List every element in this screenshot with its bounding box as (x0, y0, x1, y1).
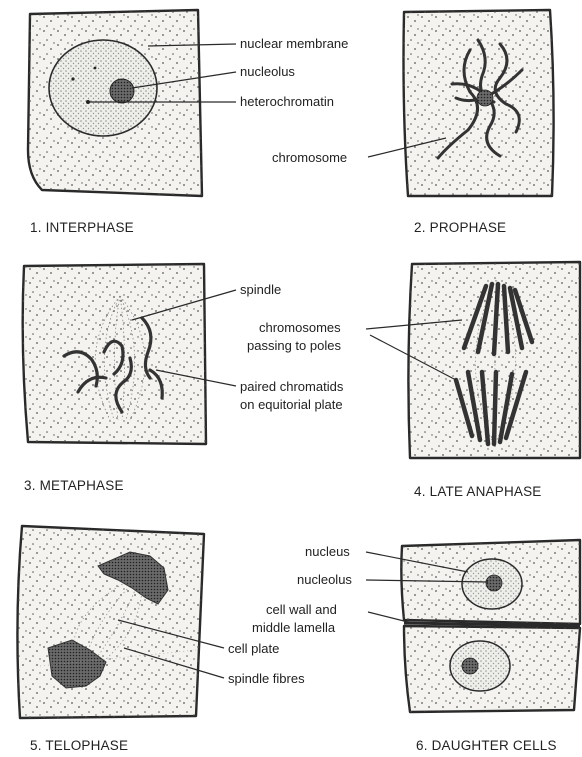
label-heterochromatin: heterochromatin (240, 94, 334, 109)
panel-interphase: nuclear membrane nucleolus heterochromat… (28, 10, 348, 235)
label-equitorial-plate: on equitorial plate (240, 397, 343, 412)
label-chromosome: chromosome (272, 150, 347, 165)
caption-telophase: 5. TELOPHASE (30, 738, 128, 753)
caption-interphase: 1. INTERPHASE (30, 220, 134, 235)
label-spindle: spindle (240, 282, 281, 297)
caption-daughter-cells: 6. DAUGHTER CELLS (416, 738, 557, 753)
caption-metaphase: 3. METAPHASE (24, 478, 124, 493)
label-nucleolus: nucleolus (297, 572, 352, 587)
label-cell-plate: cell plate (228, 641, 279, 656)
caption-late-anaphase: 4. LATE ANAPHASE (414, 484, 542, 499)
nucleolus-lower (462, 658, 478, 674)
label-nucleolus: nucleolus (240, 64, 295, 79)
label-spindle-fibres: spindle fibres (228, 671, 305, 686)
label-chromosomes: chromosomes (259, 320, 341, 335)
label-middle-lamella: middle lamella (252, 620, 336, 635)
heterochromatin (86, 100, 90, 104)
label-passing-to-poles: passing to poles (247, 338, 341, 353)
panel-daughter-cells: nucleus nucleolus cell wall and middle l… (252, 540, 580, 753)
label-paired-chromatids: paired chromatids (240, 379, 344, 394)
nucleolus (110, 79, 134, 103)
nucleolus-upper (486, 575, 502, 591)
label-nuclear-membrane: nuclear membrane (240, 36, 348, 51)
panel-metaphase: spindle paired chromatids on equitorial … (23, 264, 344, 493)
panel-telophase: cell plate spindle fibres 5. TELOPHASE (17, 526, 305, 753)
label-nucleus: nucleus (305, 544, 350, 559)
caption-prophase: 2. PROPHASE (414, 220, 506, 235)
nucleolus (477, 90, 493, 106)
label-cell-wall: cell wall and (266, 602, 337, 617)
